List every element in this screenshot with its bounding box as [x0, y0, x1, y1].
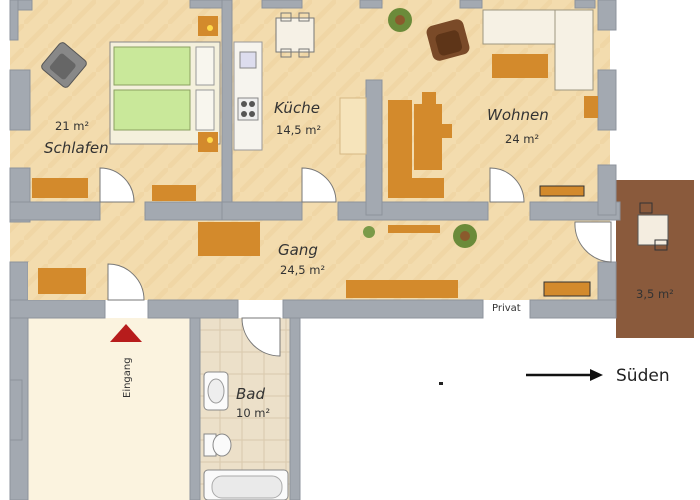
wohnen-area: 24 m²	[505, 132, 539, 146]
hall-bench	[543, 281, 591, 297]
door-schlafen	[99, 167, 135, 203]
plant-icon	[388, 8, 412, 32]
dresser	[32, 178, 88, 198]
stove-icon	[237, 97, 259, 121]
bathtub-icon	[203, 469, 289, 500]
kueche-label: Küche	[274, 99, 320, 117]
eingang-label: Eingang	[122, 357, 133, 398]
shelf	[339, 97, 367, 155]
kueche-area: 14,5 m²	[276, 123, 321, 137]
schlafen-label: Schlafen	[44, 139, 109, 157]
door-kueche	[301, 167, 337, 203]
door-wohnen	[489, 167, 525, 203]
table-icon	[275, 12, 315, 58]
entrance-arrow	[110, 324, 142, 342]
balkon-area: 3,5 m²	[636, 287, 674, 301]
south-label: Süden	[616, 366, 670, 386]
armchair-icon	[41, 42, 87, 88]
coffee-table	[492, 54, 548, 78]
bad-area: 10 m²	[236, 406, 270, 420]
door-bad	[241, 317, 281, 357]
arrow-right-icon	[526, 369, 603, 381]
sink-icon	[239, 51, 257, 69]
schlafen-area: 21 m²	[55, 119, 89, 133]
hall-sideboard	[346, 280, 458, 298]
gang-area: 24,5 m²	[280, 263, 325, 277]
gang-label: Gang	[278, 241, 318, 259]
hall-dresser	[38, 268, 86, 294]
floor-entrance	[20, 318, 196, 500]
table-icon	[637, 202, 669, 251]
sink-icon	[203, 371, 229, 411]
door-entrance	[107, 263, 145, 301]
bad-label: Bad	[236, 385, 265, 403]
door-balkon	[574, 221, 612, 263]
wohnen-label: Wohnen	[487, 106, 549, 124]
side-table	[584, 96, 598, 118]
toilet-icon	[203, 433, 232, 457]
privat-label: Privat	[492, 303, 521, 314]
bench	[152, 185, 196, 201]
sofa	[482, 9, 594, 91]
plant-icon	[453, 224, 477, 248]
walls	[9, 0, 621, 500]
tv-bench	[539, 185, 585, 197]
bed	[109, 41, 221, 145]
hall-cabinet	[198, 222, 260, 256]
doors	[99, 167, 612, 357]
balcony	[616, 180, 694, 338]
armchair-icon	[426, 19, 470, 61]
hall-shelf	[388, 225, 440, 233]
plant-icon	[363, 226, 375, 238]
